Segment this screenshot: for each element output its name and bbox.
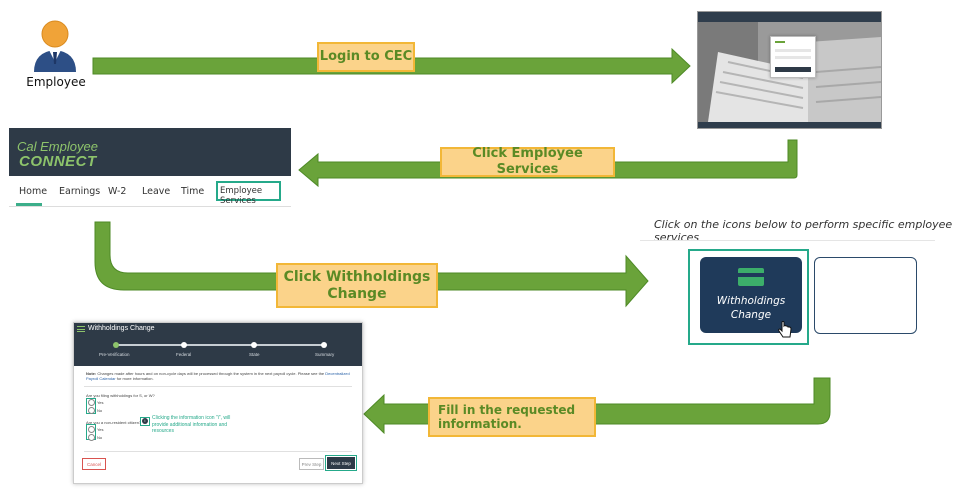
radio-nonresident-yes[interactable]: [88, 426, 95, 433]
prev-step-button[interactable]: Prev Step: [299, 458, 324, 470]
step-label-fill-info: Fill in the requested information.: [428, 397, 596, 437]
form-footer-divider: [84, 451, 352, 452]
cec-nav-bar: Home Earnings W-2 Leave Time Employee Se…: [9, 176, 291, 207]
question-filing: Are you filing withholdings for S, or W?: [86, 393, 155, 398]
login-topbar: [698, 12, 881, 22]
nav-home[interactable]: Home: [19, 186, 48, 197]
hand-cursor-icon: [778, 321, 792, 338]
nav-earnings[interactable]: Earnings: [59, 186, 101, 197]
next-step-highlight: [325, 455, 357, 471]
card-icon: [738, 268, 764, 286]
arrow-withholdings: [94, 221, 649, 308]
services-divider: [640, 240, 935, 241]
wizard-label-state: State: [249, 352, 260, 357]
wizard-label-pre-verification: Pre-Verification: [99, 352, 130, 357]
cancel-button[interactable]: Cancel: [82, 458, 106, 470]
nav-w2[interactable]: W-2: [108, 186, 127, 197]
nav-employee-services-highlight: [216, 181, 281, 201]
form-note-text: Changes made after hours and on non-cycl…: [97, 371, 325, 376]
withholdings-form-screenshot: Withholdings Change Pre-Verification Fed…: [73, 322, 363, 484]
wizard-label-summary: Summary: [315, 352, 335, 357]
withholdings-tile-label: Withholdings Change: [716, 295, 786, 322]
employee-avatar-icon: [30, 12, 80, 74]
form-title: Withholdings Change: [88, 325, 155, 332]
radio-nonresident-yes-label: Yes: [97, 427, 104, 432]
radio-filing-yes[interactable]: [88, 399, 95, 406]
nav-leave[interactable]: Leave: [142, 186, 171, 197]
radio-filing-no[interactable]: [88, 407, 95, 414]
radio-filing-yes-label: Yes: [97, 400, 104, 405]
employee-caption: Employee: [26, 75, 86, 89]
form-divider: [84, 386, 352, 387]
login-footer: [698, 122, 881, 128]
step-label-employee-services: Click Employee Services: [440, 146, 615, 177]
radio-nonresident-no-label: No: [97, 435, 103, 440]
wizard-label-federal: Federal: [176, 352, 192, 357]
wizard-dot-federal: [181, 342, 187, 348]
cec-header: Cal Employee CONNECT: [9, 128, 291, 176]
cec-logo-line1: Cal Employee: [17, 139, 98, 154]
withholdings-tile[interactable]: Withholdings Change: [700, 257, 802, 338]
login-box: [770, 36, 816, 78]
cec-logo-line2: CONNECT: [19, 153, 97, 170]
menu-icon: [77, 326, 85, 332]
question-nonresident: Are you a non-resident citizen?: [86, 420, 142, 425]
radio-filing-no-label: No: [97, 408, 103, 413]
wizard-dot-summary: [321, 342, 327, 348]
nav-home-underline: [16, 203, 42, 206]
form-note: Note: Changes made after hours and on no…: [86, 371, 354, 381]
payroll-calendar-link[interactable]: Decentralized Payroll Calendar: [86, 371, 350, 382]
step-label-login: Login to CEC: [317, 42, 415, 72]
next-step-button[interactable]: Next Step: [327, 457, 355, 469]
wizard-dot-pre-verification: [113, 342, 119, 348]
info-icon-note: Clicking the information icon "i", will …: [152, 415, 231, 434]
form-header: Withholdings Change Pre-Verification Fed…: [74, 323, 362, 366]
login-screenshot: [697, 11, 882, 129]
radio-nonresident-no[interactable]: [88, 434, 95, 441]
nav-time[interactable]: Time: [181, 186, 205, 197]
step-label-withholdings: Click Withholdings Change: [276, 263, 438, 308]
nav-employee-services[interactable]: Employee Services: [220, 186, 263, 206]
form-note-label: Note:: [86, 371, 97, 376]
info-icon-highlight: [140, 417, 150, 426]
empty-service-tile[interactable]: [814, 257, 917, 334]
info-icon[interactable]: i: [142, 418, 148, 424]
wizard-dot-state: [251, 342, 257, 348]
wizard-track: [116, 344, 326, 346]
form-note-tail: for more information.: [116, 376, 154, 382]
